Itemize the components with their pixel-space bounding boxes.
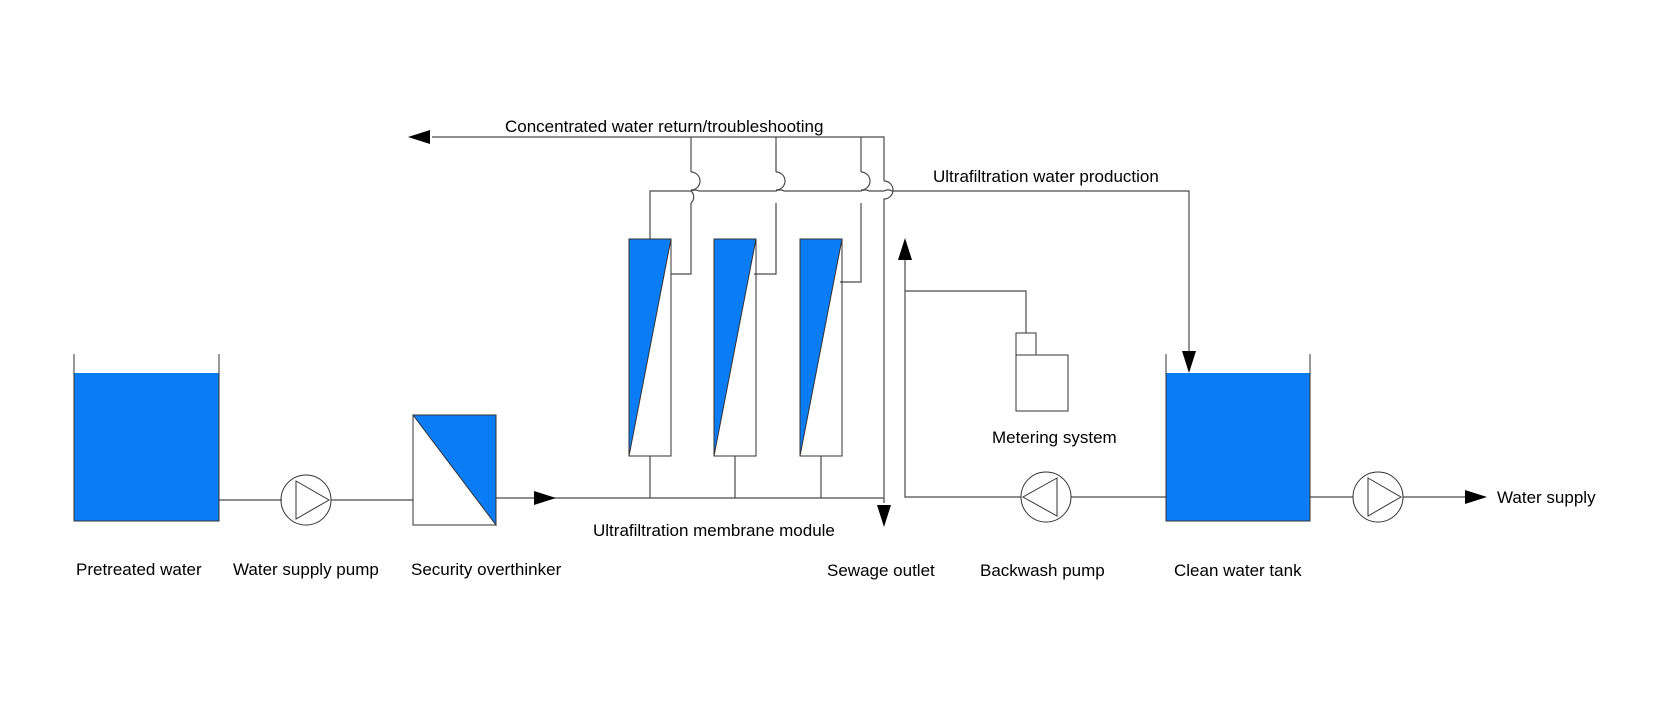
backwash-pump — [1020, 471, 1072, 523]
pipes — [219, 136, 1465, 503]
sewage-arrow — [877, 505, 891, 527]
uf-production-header — [649, 189, 1190, 355]
backwash-line — [904, 258, 1166, 498]
label-sewage-outlet: Sewage outlet — [827, 561, 935, 580]
label-water-supply-pump: Water supply pump — [233, 560, 379, 579]
feed-arrow — [534, 491, 556, 505]
metering-line — [905, 290, 1027, 333]
label-clean-water-tank: Clean water tank — [1174, 561, 1302, 580]
backwash-pump-triangle-icon — [1021, 477, 1058, 517]
label-uf-production: Ultrafiltration water production — [933, 167, 1159, 186]
water-supply-arrow — [1465, 490, 1487, 504]
clean-water-tank — [1165, 354, 1311, 522]
water-supply-pump — [280, 474, 332, 526]
metering-system — [1015, 332, 1069, 412]
pretreated-water-fill — [74, 373, 219, 521]
hop-1 — [690, 171, 701, 191]
label-uf-module: Ultrafiltration membrane module — [593, 521, 835, 540]
label-water-supply: Water supply — [1497, 488, 1596, 507]
label-concentrate-return: Concentrated water return/troubleshootin… — [505, 117, 823, 136]
concentrate-branch-2 — [754, 137, 777, 275]
uf-module-3 — [799, 238, 843, 457]
clean-water-fill — [1166, 373, 1310, 521]
hop-3 — [860, 171, 871, 191]
label-backwash-pump: Backwash pump — [980, 561, 1105, 580]
concentrate-branch-1-lower — [671, 203, 692, 275]
pretreated-tank-walls — [73, 354, 220, 522]
label-metering-system: Metering system — [992, 428, 1117, 447]
labels: Concentrated water return/troubleshootin… — [76, 117, 1596, 580]
concentrate-branch-3 — [840, 137, 862, 283]
pretreated-water-tank — [73, 354, 220, 522]
concentrate-return-line — [432, 136, 885, 181]
outlet-pump — [1352, 471, 1404, 523]
uf-module-1 — [628, 238, 672, 457]
uf-module-2 — [713, 238, 757, 457]
hop-2 — [775, 171, 786, 191]
backwash-up-arrow — [898, 238, 912, 260]
security-filter — [411, 414, 497, 527]
outlet-pump-triangle-icon — [1367, 477, 1403, 517]
arrowheads — [408, 130, 1487, 527]
uf-production-arrow — [1182, 351, 1196, 373]
uf-membrane-modules — [628, 238, 843, 457]
security-filter-fill — [411, 414, 497, 527]
hop-4 — [883, 180, 894, 503]
concentrate-arrow — [408, 130, 430, 144]
label-pretreated-water: Pretreated water — [76, 560, 202, 579]
clean-tank-walls — [1165, 354, 1311, 522]
label-security-overthinker: Security overthinker — [411, 560, 562, 579]
pump-triangle-icon — [295, 480, 331, 520]
